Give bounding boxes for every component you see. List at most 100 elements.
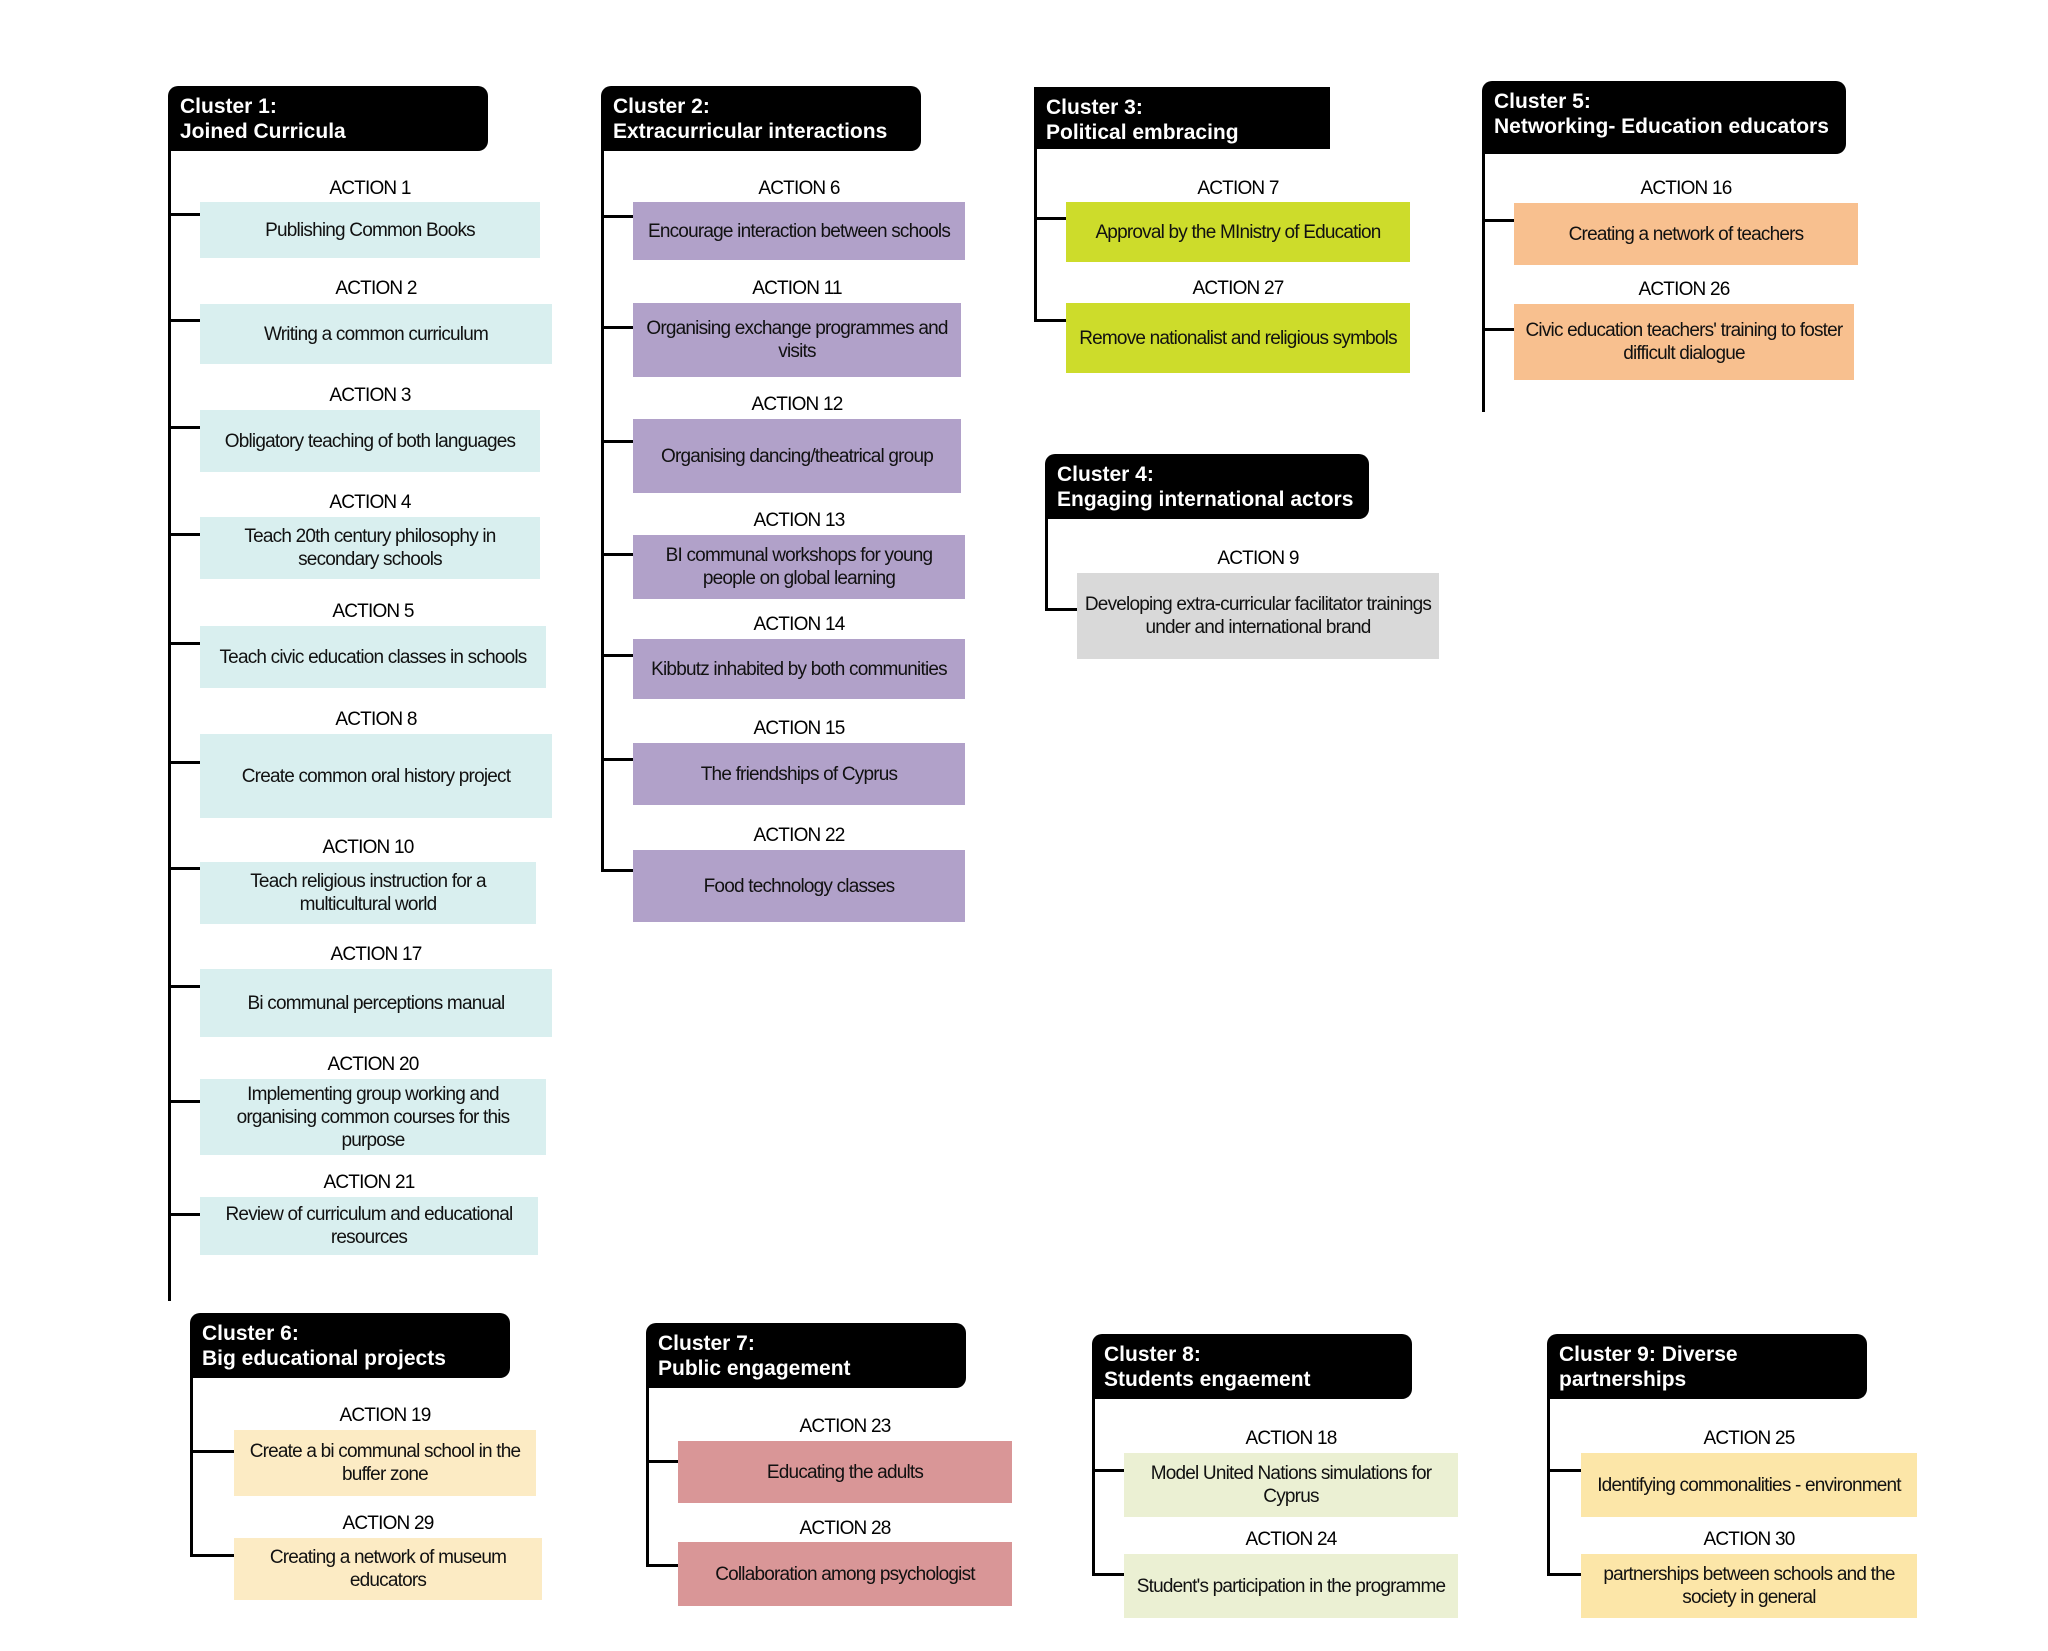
action-label: ACTION 28 bbox=[799, 1518, 892, 1539]
connector-trunk bbox=[1547, 1399, 1550, 1575]
connector-trunk bbox=[1092, 1399, 1095, 1575]
connector-branch bbox=[1045, 608, 1077, 611]
connector-branch bbox=[646, 1564, 678, 1567]
action-label: ACTION 19 bbox=[339, 1405, 432, 1426]
action-label: ACTION 26 bbox=[1638, 279, 1731, 300]
connector-trunk bbox=[190, 1378, 193, 1556]
action-label: ACTION 12 bbox=[751, 394, 844, 415]
cluster-1-header: Cluster 1: Joined Curricula bbox=[168, 86, 488, 151]
connector-branch bbox=[601, 758, 633, 761]
action-box: Bi communal perceptions manual bbox=[200, 969, 552, 1037]
action-label: ACTION 6 bbox=[758, 178, 840, 199]
action-label: ACTION 23 bbox=[799, 1416, 892, 1437]
connector-branch bbox=[1034, 217, 1066, 220]
connector-trunk bbox=[168, 151, 171, 1301]
action-label: ACTION 10 bbox=[322, 837, 415, 858]
cluster-7-header: Cluster 7: Public engagement bbox=[646, 1323, 966, 1388]
action-label: ACTION 1 bbox=[329, 178, 411, 199]
action-label: ACTION 8 bbox=[335, 709, 417, 730]
action-label: ACTION 20 bbox=[327, 1054, 420, 1075]
connector-branch bbox=[1547, 1573, 1581, 1576]
action-box: Teach 20th century philosophy in seconda… bbox=[200, 517, 540, 579]
action-box: Remove nationalist and religious symbols bbox=[1066, 303, 1410, 373]
connector-branch bbox=[1482, 328, 1514, 331]
action-label: ACTION 25 bbox=[1703, 1428, 1796, 1449]
action-box: Collaboration among psychologist bbox=[678, 1542, 1012, 1606]
connector-trunk bbox=[1482, 154, 1485, 412]
connector-branch bbox=[1092, 1573, 1124, 1576]
action-label: ACTION 17 bbox=[330, 944, 423, 965]
connector-branch bbox=[168, 1100, 200, 1103]
cluster-2-header: Cluster 2: Extracurricular interactions bbox=[601, 86, 921, 151]
action-box: Publishing Common Books bbox=[200, 202, 540, 258]
connector-branch bbox=[168, 319, 200, 322]
action-box: Obligatory teaching of both languages bbox=[200, 410, 540, 472]
connector-branch bbox=[601, 869, 633, 872]
connector-branch bbox=[168, 1213, 200, 1216]
connector-trunk bbox=[601, 151, 604, 871]
action-label: ACTION 7 bbox=[1197, 178, 1279, 199]
action-label: ACTION 22 bbox=[753, 825, 846, 846]
cluster-5-header: Cluster 5: Networking- Education educato… bbox=[1482, 81, 1846, 154]
action-box: partnerships between schools and the soc… bbox=[1581, 1554, 1917, 1618]
connector-trunk bbox=[1045, 519, 1048, 611]
connector-branch bbox=[190, 1554, 234, 1557]
connector-branch bbox=[168, 426, 200, 429]
action-box: Organising dancing/theatrical group bbox=[633, 419, 961, 493]
connector-branch bbox=[601, 215, 633, 218]
connector-branch bbox=[168, 642, 200, 645]
action-label: ACTION 4 bbox=[329, 492, 411, 513]
action-box: Educating the adults bbox=[678, 1441, 1012, 1503]
connector-branch bbox=[601, 553, 633, 556]
action-box: Implementing group working and organisin… bbox=[200, 1079, 546, 1155]
action-box: Developing extra-curricular facilitator … bbox=[1077, 573, 1439, 659]
action-label: ACTION 3 bbox=[329, 385, 411, 406]
cluster-4-header: Cluster 4: Engaging international actors bbox=[1045, 454, 1369, 519]
action-box: Food technology classes bbox=[633, 850, 965, 922]
connector-branch bbox=[168, 867, 200, 870]
action-box: Kibbutz inhabited by both communities bbox=[633, 639, 965, 699]
cluster-6-header: Cluster 6: Big educational projects bbox=[190, 1313, 510, 1378]
action-box: Review of curriculum and educational res… bbox=[200, 1197, 538, 1255]
action-label: ACTION 15 bbox=[753, 718, 846, 739]
action-box: Create a bi communal school in the buffe… bbox=[234, 1430, 536, 1496]
connector-branch bbox=[646, 1460, 678, 1463]
cluster-9-header: Cluster 9: Diverse partnerships bbox=[1547, 1334, 1867, 1399]
cluster-8-header: Cluster 8: Students engaement bbox=[1092, 1334, 1412, 1399]
action-label: ACTION 16 bbox=[1640, 178, 1733, 199]
action-label: ACTION 11 bbox=[752, 278, 842, 299]
action-label: ACTION 30 bbox=[1703, 1529, 1796, 1550]
connector-branch bbox=[601, 440, 633, 443]
connector-branch bbox=[168, 213, 200, 216]
connector-branch bbox=[168, 761, 200, 764]
action-box: Organising exchange programmes and visit… bbox=[633, 303, 961, 377]
action-label: ACTION 5 bbox=[332, 601, 414, 622]
action-box: Create common oral history project bbox=[200, 734, 552, 818]
connector-branch bbox=[190, 1450, 234, 1453]
action-label: ACTION 14 bbox=[753, 614, 846, 635]
action-box: Identifying commonalities - environment bbox=[1581, 1453, 1917, 1517]
action-box: Teach civic education classes in schools bbox=[200, 626, 546, 688]
action-box: Model United Nations simulations for Cyp… bbox=[1124, 1453, 1458, 1517]
connector-branch bbox=[1547, 1469, 1581, 1472]
action-box: Student's participation in the programme bbox=[1124, 1554, 1458, 1618]
connector-branch bbox=[601, 654, 633, 657]
action-label: ACTION 9 bbox=[1217, 548, 1299, 569]
action-box: BI communal workshops for young people o… bbox=[633, 535, 965, 599]
action-label: ACTION 24 bbox=[1245, 1529, 1338, 1550]
action-box: Creating a network of museum educators bbox=[234, 1538, 542, 1600]
action-box: Writing a common curriculum bbox=[200, 304, 552, 364]
action-label: ACTION 27 bbox=[1192, 278, 1285, 299]
action-box: Creating a network of teachers bbox=[1514, 203, 1858, 265]
connector-branch bbox=[1034, 319, 1066, 322]
connector-branch bbox=[168, 985, 200, 988]
action-label: ACTION 29 bbox=[342, 1513, 435, 1534]
connector-branch bbox=[1092, 1469, 1124, 1472]
action-label: ACTION 2 bbox=[335, 278, 417, 299]
action-box: Civic education teachers' training to fo… bbox=[1514, 304, 1854, 380]
connector-trunk bbox=[1034, 149, 1037, 321]
connector-branch bbox=[1482, 219, 1514, 222]
action-label: ACTION 21 bbox=[323, 1172, 416, 1193]
action-box: Teach religious instruction for a multic… bbox=[200, 862, 536, 924]
action-label: ACTION 13 bbox=[753, 510, 846, 531]
